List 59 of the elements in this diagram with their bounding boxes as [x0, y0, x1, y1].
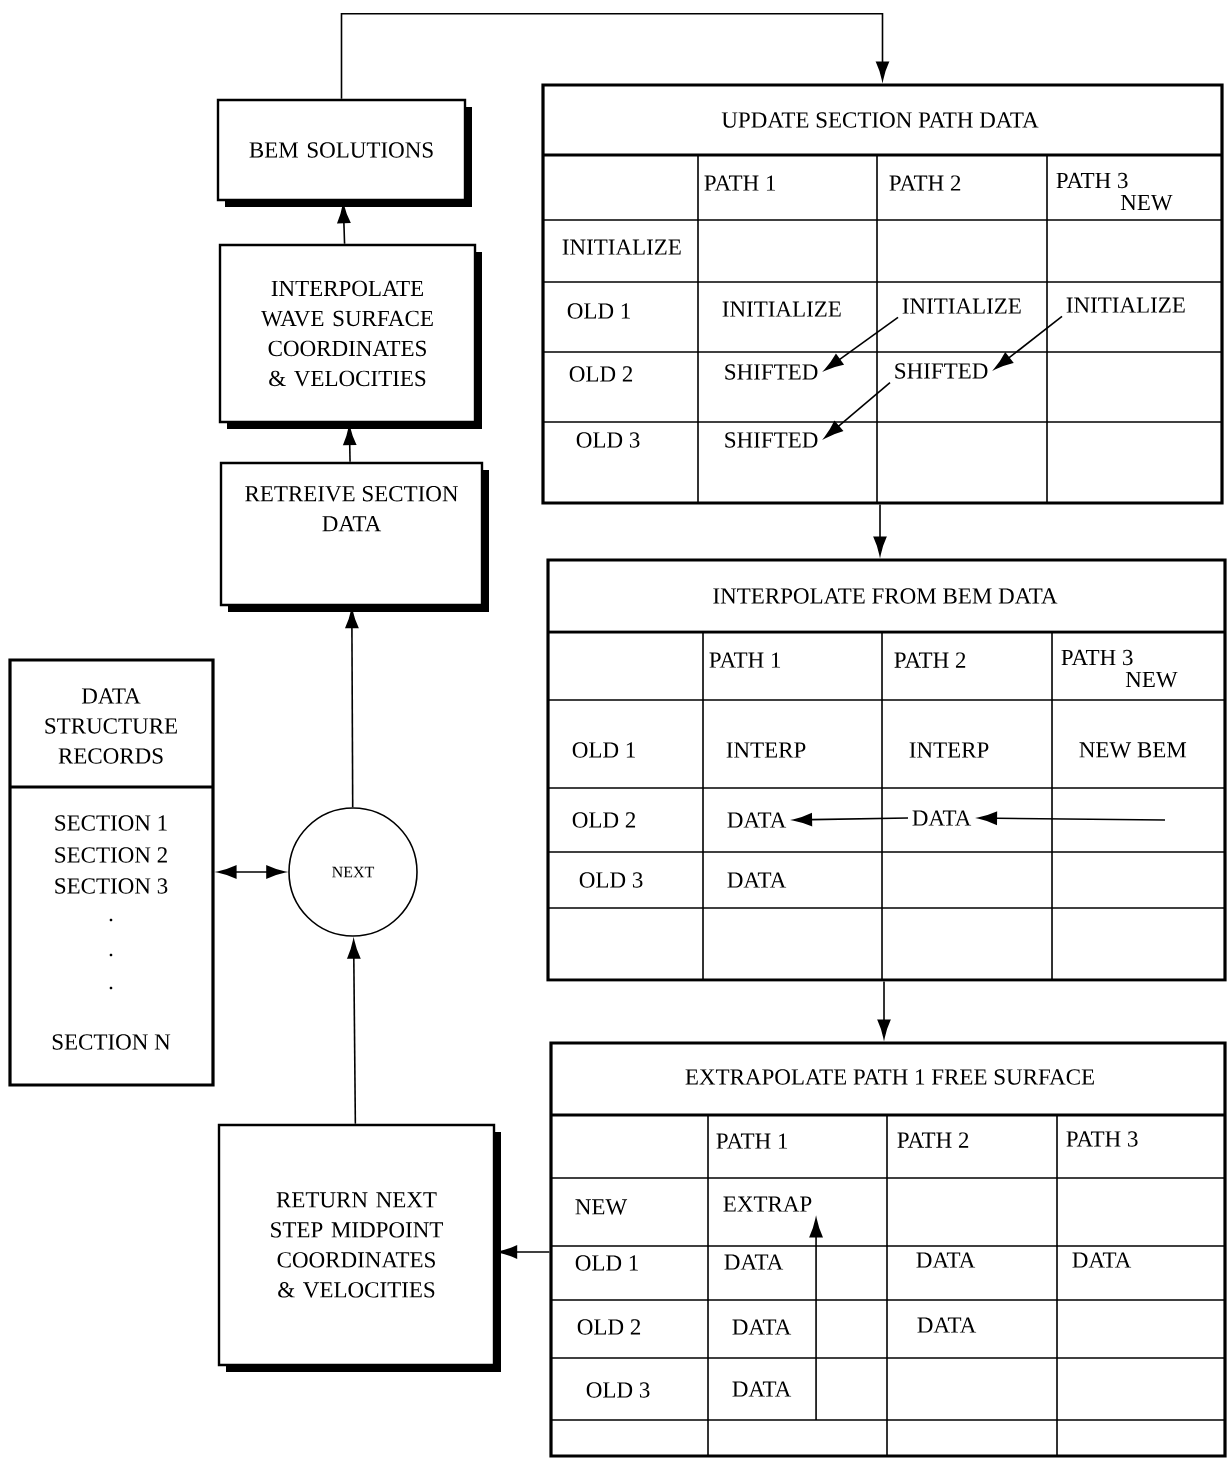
table-cell: DATA	[727, 812, 787, 828]
process-box: RETURN NEXT STEP MIDPOINT COORDINATES & VELOCITIES	[217, 1123, 501, 1372]
column-header: PATH 2	[897, 1132, 969, 1148]
process-box: RETREIVE SECTION DATA	[219, 461, 489, 612]
arrow	[824, 316, 899, 371]
column-header: PATH 3 NEW	[1056, 172, 1173, 211]
row-label: OLD 3	[576, 432, 640, 448]
arrow	[793, 813, 909, 827]
process-box: INTERPOLATE WAVE SURFACE COORDINATES & VELOCITIES	[218, 243, 482, 429]
column-header: PATH 3 NEW	[1061, 649, 1178, 688]
table-cell: DATA	[917, 1317, 977, 1333]
row-label: OLD 3	[586, 1382, 650, 1398]
row-label: OLD 2	[577, 1319, 641, 1335]
column-header: PATH 1	[709, 652, 781, 668]
table-cell: SHIFTED	[895, 363, 988, 379]
column-header: PATH 3	[1066, 1131, 1138, 1147]
arrow	[809, 1218, 823, 1421]
table-cell: INITIALIZE	[1066, 297, 1185, 313]
arrow	[877, 980, 891, 1039]
table-cell: INITIALIZE	[902, 298, 1021, 314]
table-cell: SHIFTED	[725, 364, 818, 380]
process-box: BEM SOLUTIONS	[216, 98, 472, 207]
table-cell: DATA	[916, 1252, 976, 1268]
arrow	[978, 811, 1166, 825]
arrow	[347, 939, 361, 1125]
table-cell: NEW BEM	[1079, 742, 1187, 758]
table-cell: DATA	[1072, 1252, 1132, 1268]
table-cell: DATA	[732, 1381, 792, 1397]
arrow	[824, 381, 891, 439]
column-header: PATH 1	[716, 1133, 788, 1149]
column-header: PATH 1	[704, 175, 776, 191]
table-cell: DATA	[732, 1319, 792, 1335]
column-header: PATH 2	[889, 175, 961, 191]
row-label: OLD 2	[572, 812, 636, 828]
arrow	[345, 609, 359, 808]
table-cell: SHIFTED	[725, 432, 818, 448]
arrow	[994, 315, 1063, 370]
arrow	[498, 1245, 551, 1259]
arrow	[337, 204, 351, 245]
column-header: PATH 2	[894, 652, 966, 668]
table-cell: DATA	[727, 872, 787, 888]
records-box: DATA STRUCTURE RECORDS SECTION 1 SECTION 2 SECTION 3 . . . SECTION N	[8, 658, 215, 1087]
row-label: INITIALIZE	[562, 239, 681, 255]
table-cell: DATA	[912, 810, 972, 826]
table-cell: EXTRAP	[723, 1196, 812, 1212]
table-cell: DATA	[724, 1254, 784, 1270]
table-cell: INTERP	[909, 742, 989, 758]
row-label: OLD 3	[579, 872, 643, 888]
table-cell: INITIALIZE	[722, 301, 841, 317]
row-label: OLD 2	[569, 366, 633, 382]
row-label: NEW	[575, 1199, 628, 1215]
table-cell: INTERP	[726, 742, 806, 758]
row-label: OLD 1	[567, 303, 630, 319]
arrow	[340, 13, 889, 100]
arrow	[873, 503, 887, 556]
arrow	[343, 426, 357, 463]
arrow	[217, 865, 286, 879]
row-label: OLD 1	[572, 742, 635, 758]
row-label: OLD 1	[575, 1255, 638, 1271]
